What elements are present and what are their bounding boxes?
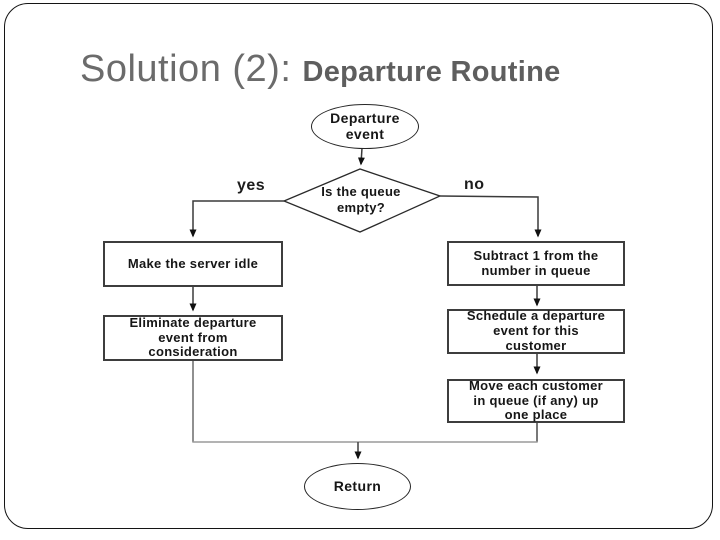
connector-start-to-decision xyxy=(357,147,365,166)
node-eliminate-departure-event: Eliminate departure event from considera… xyxy=(103,315,283,361)
connector-no-branch xyxy=(439,195,542,238)
branch-label-no: no xyxy=(464,176,485,193)
branch-label-yes: yes xyxy=(237,177,266,194)
node-schedule-departure-event: Schedule a departure event for this cust… xyxy=(447,309,625,354)
connector-yes-branch xyxy=(189,200,284,238)
node-move-each-customer-label: Move each customer in queue (if any) up … xyxy=(468,377,603,423)
decision-diamond-shape xyxy=(282,168,442,233)
node-make-server-idle: Make the server idle xyxy=(103,241,283,287)
node-end: Return xyxy=(304,463,411,510)
page-title-prefix: Solution (2): xyxy=(80,48,303,90)
node-make-server-idle-label: Make the server idle xyxy=(127,255,259,271)
node-move-each-customer: Move each customer in queue (if any) up … xyxy=(447,377,625,423)
node-subtract-from-queue-label: Subtract 1 from the number in queue xyxy=(473,247,599,278)
node-start-label: Departure event xyxy=(330,109,400,142)
page-title-emphasis: Departure Routine xyxy=(302,56,561,88)
node-start: Departure event xyxy=(311,104,419,149)
node-subtract-from-queue: Subtract 1 from the number in queue xyxy=(447,241,625,286)
node-end-label: Return xyxy=(333,477,382,494)
page-title: Solution (2): Departure Routine xyxy=(80,48,561,91)
node-decision-label: Is the queue empty? xyxy=(321,184,401,215)
slide-border-frame xyxy=(4,3,713,529)
node-eliminate-departure-event-label: Eliminate departure event from considera… xyxy=(129,314,257,360)
node-schedule-departure-event-label: Schedule a departure event for this cust… xyxy=(466,308,606,353)
